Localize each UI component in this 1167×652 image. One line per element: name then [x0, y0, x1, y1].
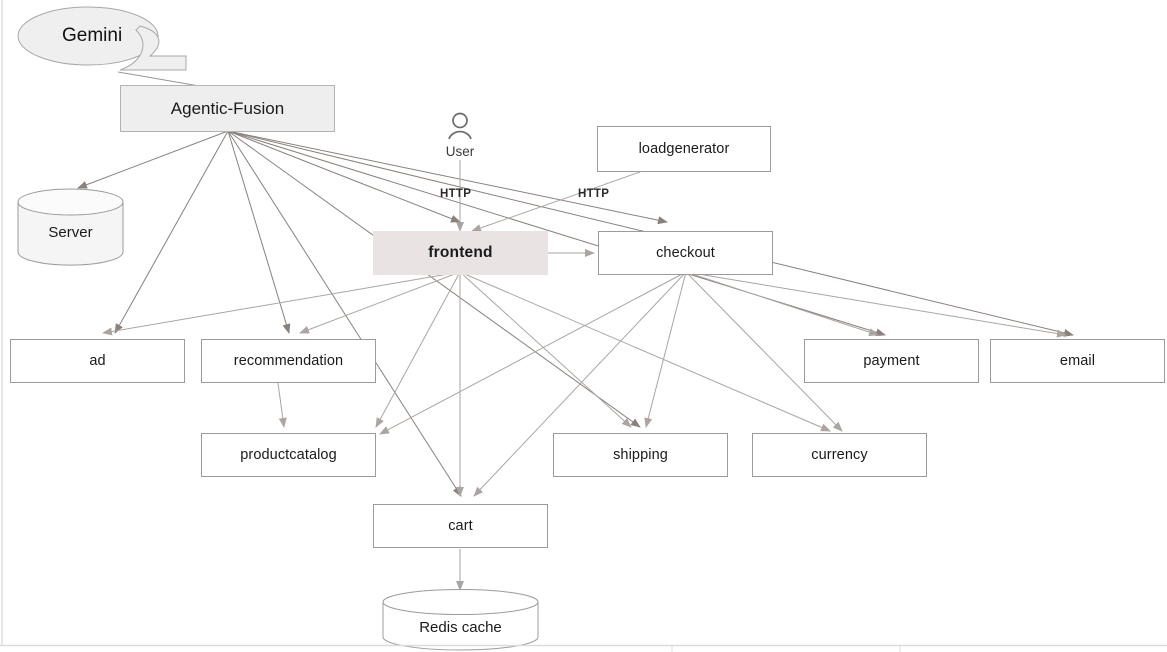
person-icon — [448, 112, 472, 140]
node-label-loadgenerator: loadgenerator — [638, 141, 730, 157]
node-label-agentic-fusion: Agentic-Fusion — [170, 98, 285, 118]
node-shipping[interactable]: shipping — [553, 433, 728, 477]
gemini-label: Gemini — [62, 25, 123, 46]
node-label-currency: currency — [811, 447, 868, 463]
node-label-checkout: checkout — [656, 245, 715, 261]
node-label-server: Server — [48, 224, 93, 241]
redis-cylinder-shape — [382, 589, 539, 651]
node-ad[interactable]: ad — [10, 339, 185, 383]
node-label-email: email — [1059, 353, 1096, 369]
node-label-cart: cart — [448, 518, 473, 534]
node-agentic-fusion[interactable]: Agentic-Fusion — [120, 85, 335, 132]
node-currency[interactable]: currency — [752, 433, 927, 477]
gemini-callout-shape — [17, 6, 187, 71]
node-loadgenerator[interactable]: loadgenerator — [597, 126, 771, 172]
node-recommendation[interactable]: recommendation — [201, 339, 376, 383]
node-checkout[interactable]: checkout — [598, 231, 773, 275]
edge-label-loadgen-http: HTTP — [578, 188, 610, 200]
node-label-payment: payment — [863, 353, 920, 369]
node-label-redis-cache: Redis cache — [419, 619, 502, 636]
edge-label-user-http: HTTP — [440, 188, 472, 200]
node-label-shipping: shipping — [613, 447, 668, 463]
node-productcatalog[interactable]: productcatalog — [201, 433, 376, 477]
node-payment[interactable]: payment — [804, 339, 979, 383]
node-label-productcatalog: productcatalog — [240, 447, 337, 463]
node-user[interactable]: User — [432, 112, 488, 162]
node-label-user: User — [445, 144, 475, 159]
node-frontend[interactable]: frontend — [373, 231, 548, 275]
node-email[interactable]: email — [990, 339, 1165, 383]
node-server[interactable]: Server — [17, 188, 124, 266]
node-cart[interactable]: cart — [373, 504, 548, 548]
node-redis-cache[interactable]: Redis cache — [382, 589, 539, 652]
node-label-ad: ad — [89, 353, 106, 369]
server-cylinder-shape — [17, 188, 124, 266]
node-label-recommendation: recommendation — [233, 353, 344, 369]
node-label-frontend: frontend — [428, 244, 493, 261]
